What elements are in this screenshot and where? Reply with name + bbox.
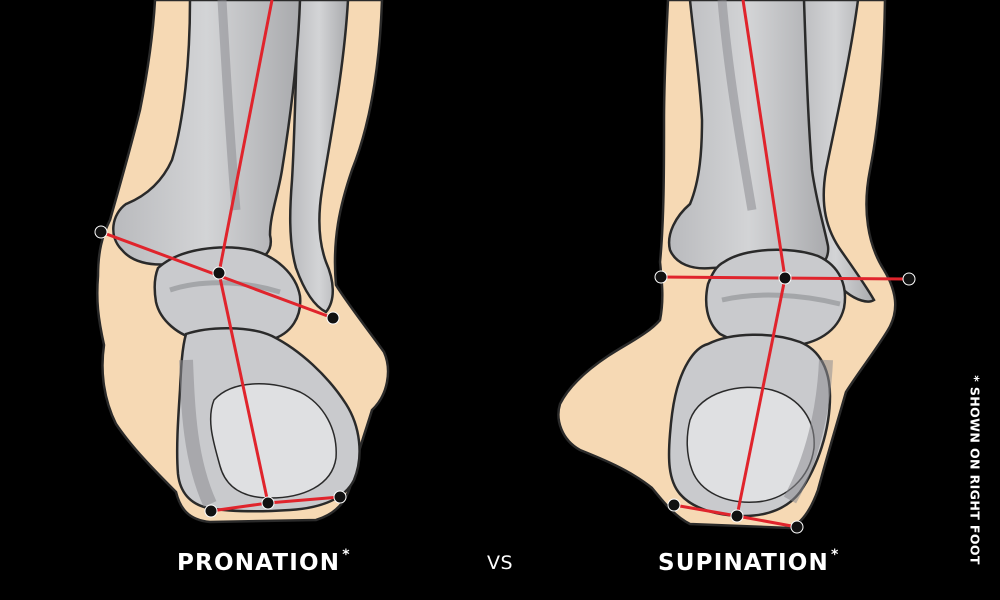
pronation-fibula-bone [288, 0, 350, 314]
pronation-title: PRONATION [177, 550, 341, 576]
supination-title: SUPINATION [658, 550, 829, 576]
pronation-foot-illustration [94, 0, 390, 524]
pronation-footnote-marker: * [342, 547, 350, 563]
supination-axis-lines [660, 0, 910, 529]
pronation-landmark-markers [94, 225, 347, 518]
supination-landmark-markers [654, 270, 916, 534]
supination-footnote-marker: * [830, 547, 839, 563]
pronation-axis-lines [100, 0, 341, 513]
pronation-caption: PRONATION * [177, 548, 350, 584]
supination-foot-illustration [557, 0, 916, 534]
versus-label: VS [487, 552, 514, 574]
right-foot-note: * SHOWN ON RIGHT FOOT [967, 375, 983, 565]
supination-caption: SUPINATION * [658, 548, 838, 584]
